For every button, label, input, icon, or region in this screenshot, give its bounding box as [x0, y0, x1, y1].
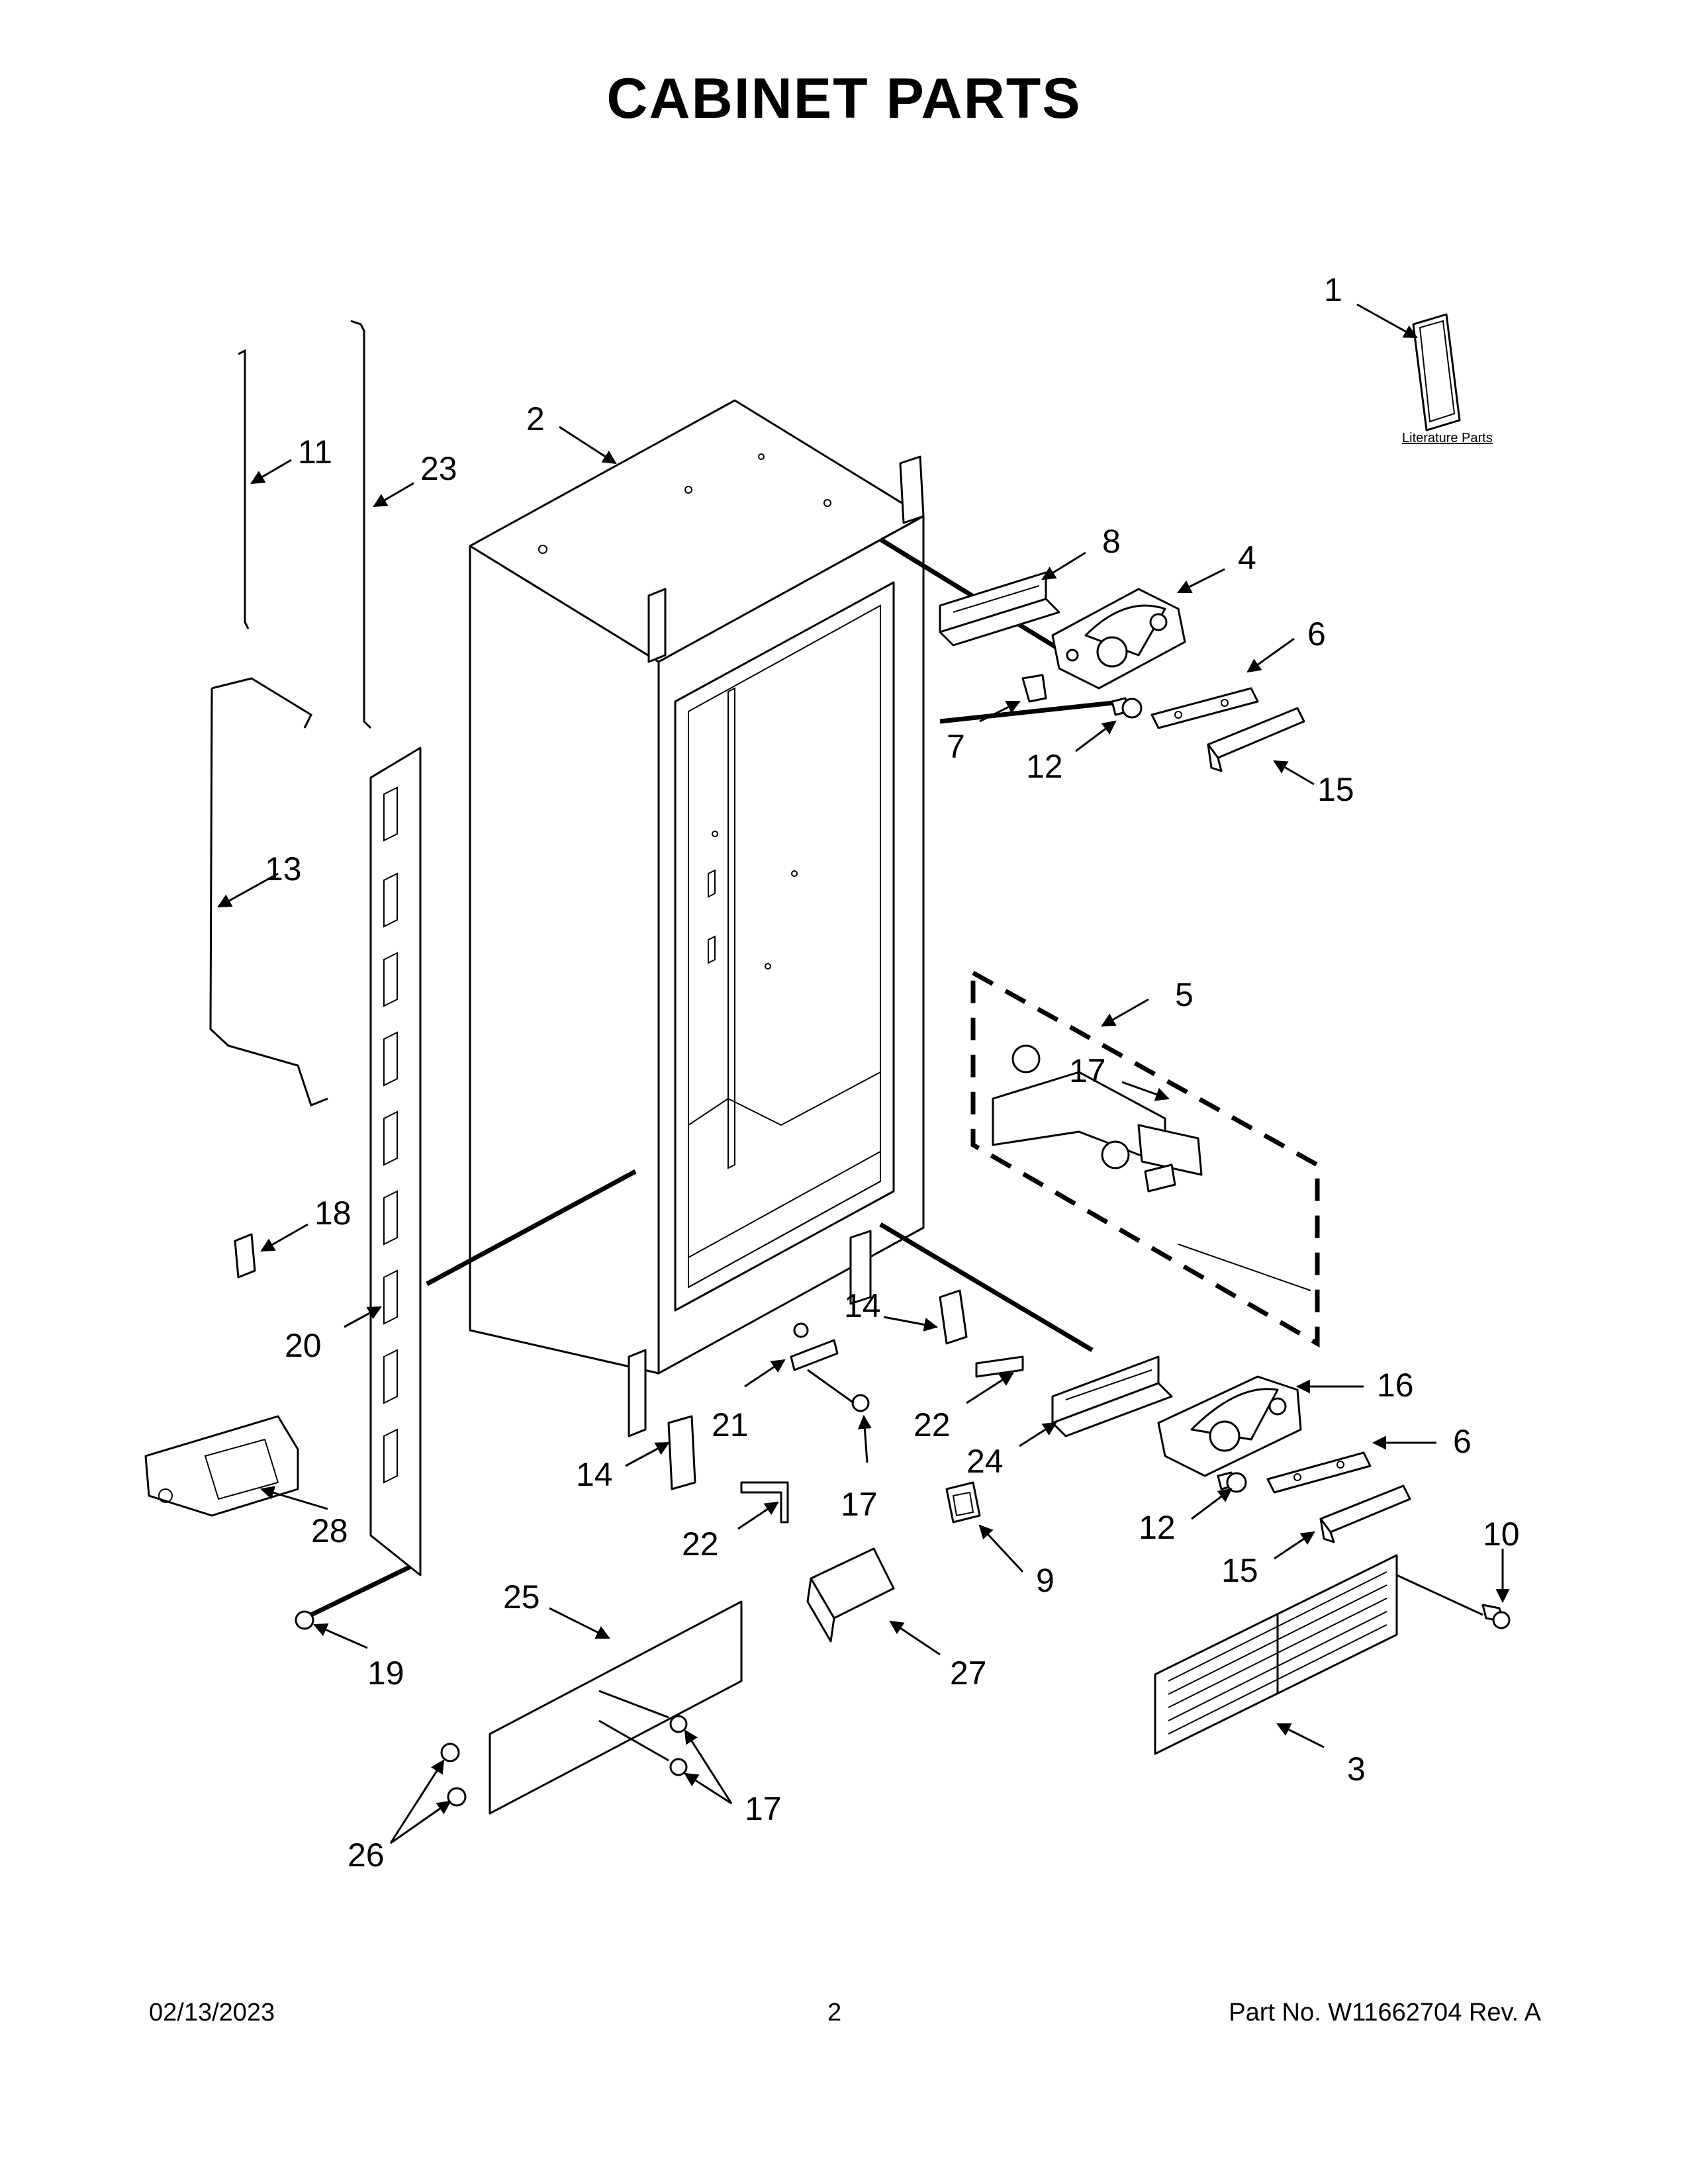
callout-21: 21: [712, 1406, 749, 1443]
callout-20: 20: [285, 1327, 322, 1364]
callout-19: 19: [367, 1655, 404, 1692]
callout-5: 5: [1175, 976, 1194, 1013]
shim-22-upper: [975, 1355, 1024, 1378]
callout-15-upper: 15: [1317, 771, 1354, 808]
callout-7: 7: [947, 728, 965, 765]
callout-17-kick: 17: [745, 1790, 782, 1827]
footer-date: 02/13/2023: [149, 1999, 275, 2026]
shim-22-lower: [740, 1481, 789, 1524]
screw-17-mid: [851, 1394, 870, 1412]
tube-23: [350, 320, 372, 729]
callout-6-lower: 6: [1453, 1423, 1472, 1460]
callout-26: 26: [348, 1837, 385, 1874]
callout-10: 10: [1483, 1516, 1520, 1553]
handle-bracket: [144, 1415, 299, 1517]
literature-parts-label: Literature Parts: [1402, 431, 1493, 445]
grille-screw: [1481, 1604, 1511, 1629]
kick-screws-26: [440, 1743, 467, 1807]
callout-1: 1: [1324, 271, 1342, 308]
callout-11: 11: [298, 433, 332, 471]
callout-15-lower: 15: [1221, 1552, 1258, 1589]
hinge-kit-parts: [992, 1044, 1311, 1291]
hinge-pin-21: [790, 1322, 839, 1371]
hinge-kit-boundary: [970, 969, 1320, 1348]
lower-hinge-trim: [1051, 1355, 1173, 1437]
upper-hinge-trim: [939, 571, 1060, 647]
hinge-clip: [1021, 674, 1047, 703]
hinge-screw-lower: [1217, 1471, 1247, 1493]
grille-screw-axis-line: [1396, 1574, 1483, 1616]
tube-11: [238, 349, 250, 629]
callout-22-upper: 22: [914, 1406, 951, 1443]
pin-axis-line: [807, 1369, 855, 1404]
lower-hinge-bracket-b: [667, 1415, 696, 1490]
hinge-axis-line-lower: [879, 1222, 1094, 1353]
callout-23: 23: [420, 450, 457, 487]
callout-27: 27: [950, 1655, 987, 1692]
callout-13: 13: [265, 850, 302, 887]
callout-18: 18: [314, 1195, 352, 1232]
kick-plate: [489, 1600, 743, 1815]
callout-25: 25: [503, 1578, 540, 1615]
toe-grille: [1154, 1554, 1398, 1755]
callout-16: 16: [1377, 1367, 1414, 1404]
callout-14-lower: 14: [576, 1456, 613, 1493]
callout-17-kit: 17: [1069, 1052, 1106, 1089]
callout-17-mid: 17: [841, 1486, 878, 1523]
wire-harness-13: [209, 677, 328, 1107]
callout-24: 24: [966, 1443, 1004, 1480]
callout-22-lower: 22: [682, 1525, 719, 1563]
trim-screw: [295, 1610, 314, 1630]
kick-screw-axis-2: [598, 1719, 669, 1762]
lower-hinge: [1157, 1375, 1302, 1477]
footer-page-number: 2: [827, 1999, 842, 2026]
callout-3: 3: [1347, 1751, 1366, 1788]
page-title: CABINET PARTS: [606, 67, 1082, 130]
footer-part-number: Part No. W11662704 Rev. A: [1229, 1999, 1541, 2026]
callout-6-upper: 6: [1307, 615, 1326, 653]
hinge-shim-plate-lower: [1266, 1451, 1372, 1494]
callout-14-upper: 14: [844, 1287, 881, 1324]
hinge-cover-lower: [1319, 1484, 1411, 1543]
kick-screw-axis-1: [598, 1690, 669, 1719]
callout-12-lower: 12: [1139, 1509, 1176, 1546]
hinge-axis-line-upper-2: [939, 699, 1126, 724]
callout-12-upper: 12: [1026, 748, 1063, 785]
small-clip-18: [234, 1233, 256, 1279]
door-switch: [945, 1481, 981, 1524]
callout-9: 9: [1036, 1562, 1055, 1599]
callout-4: 4: [1238, 539, 1256, 576]
lower-hinge-bracket-a: [939, 1289, 968, 1345]
callout-8: 8: [1102, 523, 1121, 560]
bracket-cover: [806, 1547, 895, 1643]
hinge-screw-upper: [1111, 697, 1143, 719]
upper-hinge: [1051, 588, 1186, 690]
kick-screws-17: [669, 1715, 688, 1776]
cabinet-body: [469, 399, 925, 1437]
screw-axis-line: [310, 1559, 422, 1617]
callout-2: 2: [526, 400, 545, 437]
side-trim: [369, 747, 422, 1576]
hinge-cover-upper: [1207, 707, 1305, 772]
side-trim-axis-line: [426, 1169, 637, 1287]
hinge-shim-plate-upper: [1150, 687, 1259, 729]
literature-parts-booklet: [1412, 313, 1461, 432]
callout-28: 28: [311, 1512, 348, 1549]
